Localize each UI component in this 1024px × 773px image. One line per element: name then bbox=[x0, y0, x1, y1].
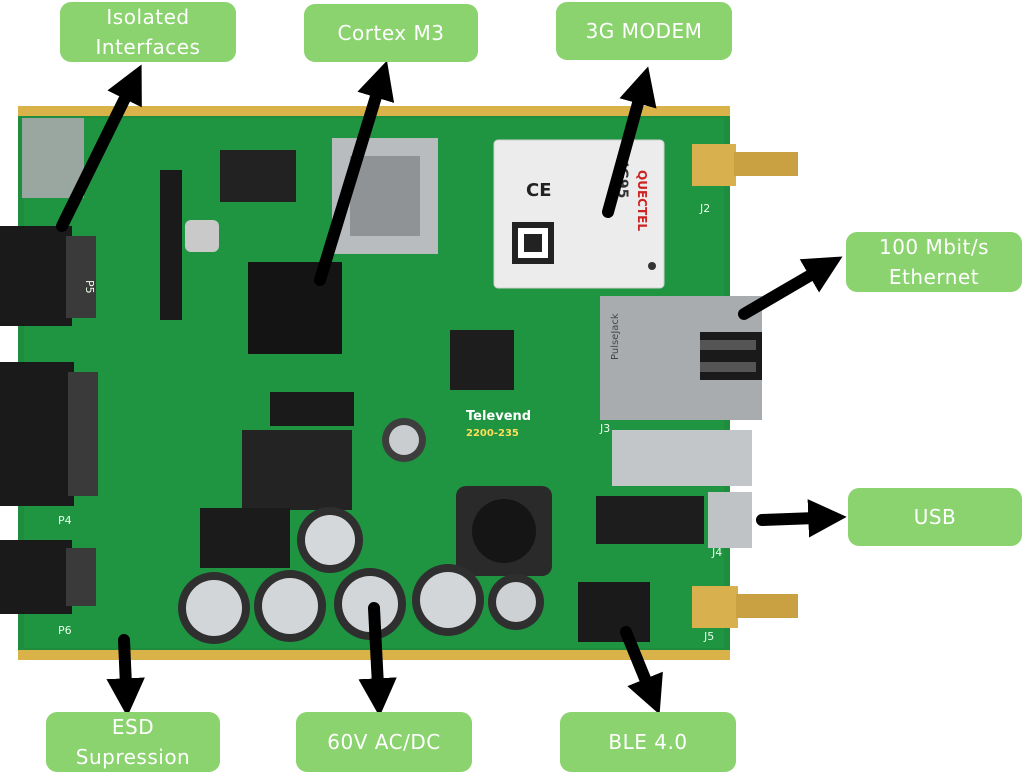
arrow-modem bbox=[602, 66, 657, 218]
label-60v-ac-dc: 60V AC/DC bbox=[296, 712, 472, 772]
arrow-power bbox=[358, 602, 397, 717]
connector-p4 bbox=[0, 362, 98, 506]
label-isolated-line1: Isolated bbox=[106, 5, 190, 29]
sma-connector-top bbox=[692, 144, 798, 186]
arrow-ethernet bbox=[738, 256, 843, 320]
cortex-m3-chip bbox=[248, 262, 342, 354]
micro-usb-port bbox=[708, 492, 752, 548]
silk-part: 2200-235 bbox=[466, 428, 519, 439]
usb-a-port bbox=[612, 430, 752, 486]
ble-chip bbox=[578, 582, 650, 642]
arrow-esd bbox=[106, 634, 145, 717]
arrow-cortex bbox=[314, 60, 395, 286]
silk-modem-brand: QUECTEL bbox=[635, 170, 649, 231]
jumper-header bbox=[270, 392, 354, 426]
label-esd-line1: ESD bbox=[111, 715, 155, 739]
connector-p6 bbox=[0, 540, 96, 614]
ethernet-phy-chip bbox=[450, 330, 514, 390]
label-3g-modem: 3G MODEM bbox=[556, 2, 732, 60]
label-usb: USB bbox=[848, 488, 1022, 546]
label-ethernet-line1: 100 Mbit/s bbox=[878, 235, 990, 259]
bridge-rectifier bbox=[200, 508, 290, 568]
arrow-isolated bbox=[56, 64, 142, 232]
label-ethernet-line2: Ethernet bbox=[888, 265, 980, 289]
silk-j2: J2 bbox=[699, 202, 710, 215]
silk-j3: J3 bbox=[599, 422, 610, 435]
sma-connector-bottom bbox=[692, 586, 798, 628]
silk-brand: Televend bbox=[466, 409, 531, 424]
silk-j5: J5 bbox=[703, 630, 714, 643]
arrow-ble bbox=[620, 626, 663, 715]
label-cortex-m3: Cortex M3 bbox=[304, 4, 478, 62]
crystal bbox=[185, 220, 219, 252]
label-esd-supression: ESD Supression bbox=[46, 712, 220, 772]
rj45-jack bbox=[600, 296, 762, 420]
silk-j4: J4 bbox=[711, 546, 722, 559]
voltage-regulator bbox=[242, 430, 352, 510]
pin-header bbox=[160, 170, 182, 320]
usb-chip bbox=[596, 496, 704, 544]
silk-rj45-brand: PulseJack bbox=[610, 313, 621, 360]
silk-p4: P4 bbox=[58, 514, 72, 527]
callout-arrows bbox=[56, 60, 847, 717]
connector-p5 bbox=[0, 226, 96, 326]
label-esd-line2: Supression bbox=[75, 745, 191, 769]
silk-p5: P5 bbox=[83, 280, 96, 294]
chip-top bbox=[220, 150, 296, 202]
top-left-bracket bbox=[22, 118, 84, 198]
label-isolated-line2: Interfaces bbox=[95, 35, 201, 59]
silk-ce-mark: CE bbox=[526, 180, 552, 201]
arrow-usb bbox=[756, 499, 847, 538]
label-ble-4: BLE 4.0 bbox=[560, 712, 736, 772]
silk-p6: P6 bbox=[58, 624, 72, 637]
